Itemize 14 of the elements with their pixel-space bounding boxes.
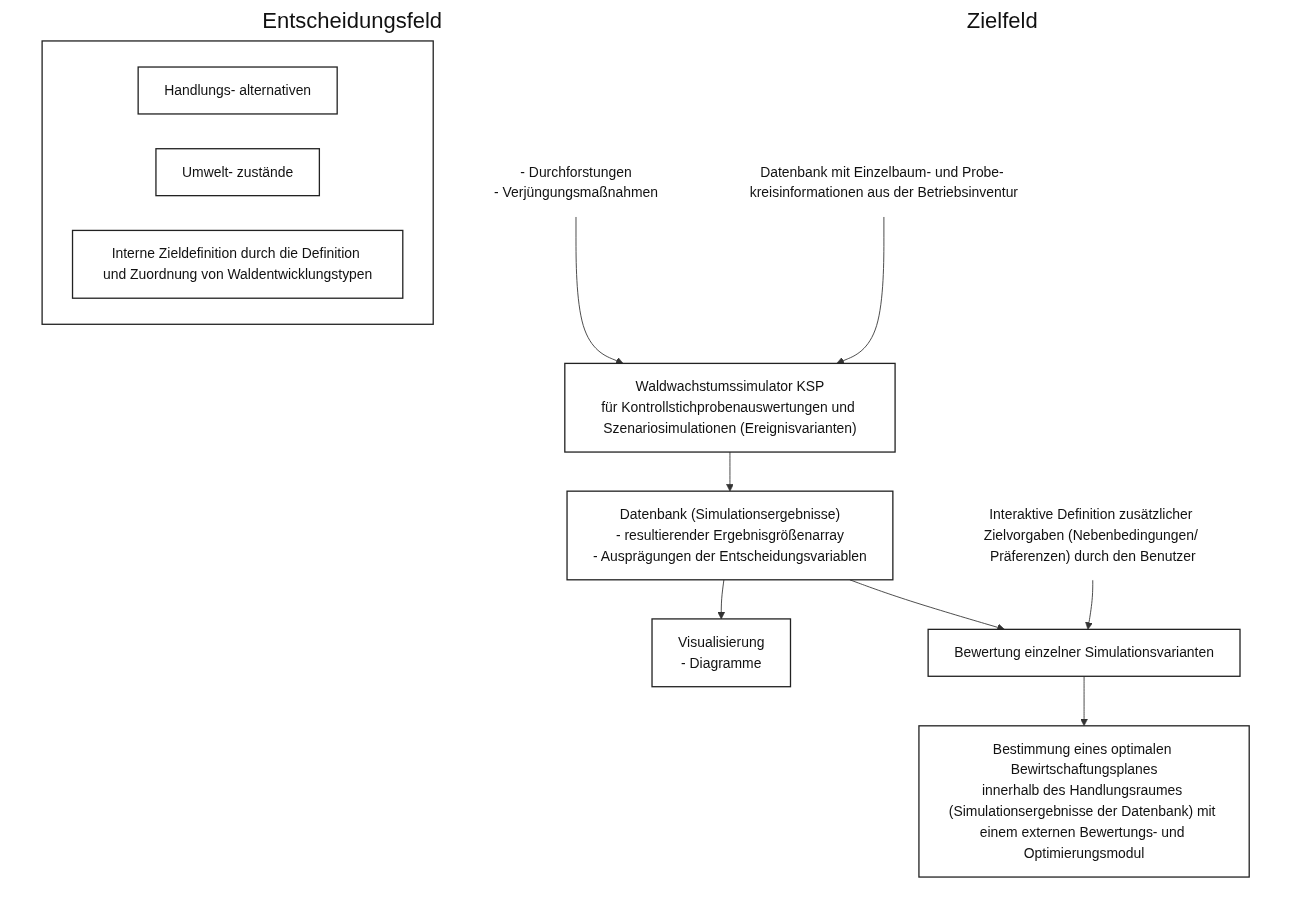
field-heading: Zielfeld [966, 8, 1038, 34]
node-text: - Durchforstungen - Verjüngungsmaßnahmen [494, 164, 658, 200]
node-box: Interne Zieldefinition durch die Definition und Zuordnung von Waldentwicklungstypen [71, 229, 404, 299]
node-box: Umwelt- zustände [155, 148, 321, 197]
node-box: Bewertung einzelner Simulationsvarianten [927, 628, 1241, 677]
node-box: Visualisierung - Diagramme [651, 618, 792, 688]
node-text: Datenbank mit Einzelbaum- und Probe- kreisinformationen aus der Betriebsinventur [749, 164, 1019, 200]
node-text: Interaktive Definition zusätzlicher Zielvorgaben (Nebenbedingungen/ Präferenzen) durch den Benutzer [983, 506, 1198, 564]
node-box: Handlungs- alternativen [137, 66, 338, 115]
node-box: Waldwachstumssimulator KSP für Kontrollstichprobenauswertungen und Szenariosimulationen (Ereignisvarianten) [564, 362, 896, 453]
field-heading: Entscheidungsfeld [262, 8, 443, 34]
node-box: Bestimmung eines optimalen Bewirtschaftungsplanes innerhalb des Handlungsraumes (Simulationsergebnisse der Datenbank) mit einem externen Bewertungs- und Optimierungsmodul [918, 725, 1250, 878]
cluster [41, 40, 434, 325]
node-box: Datenbank (Simulationsergebnisse) - resultierender Ergebnisgrößenarray - Ausprägungen der Entscheidungsvariablen [566, 490, 894, 581]
